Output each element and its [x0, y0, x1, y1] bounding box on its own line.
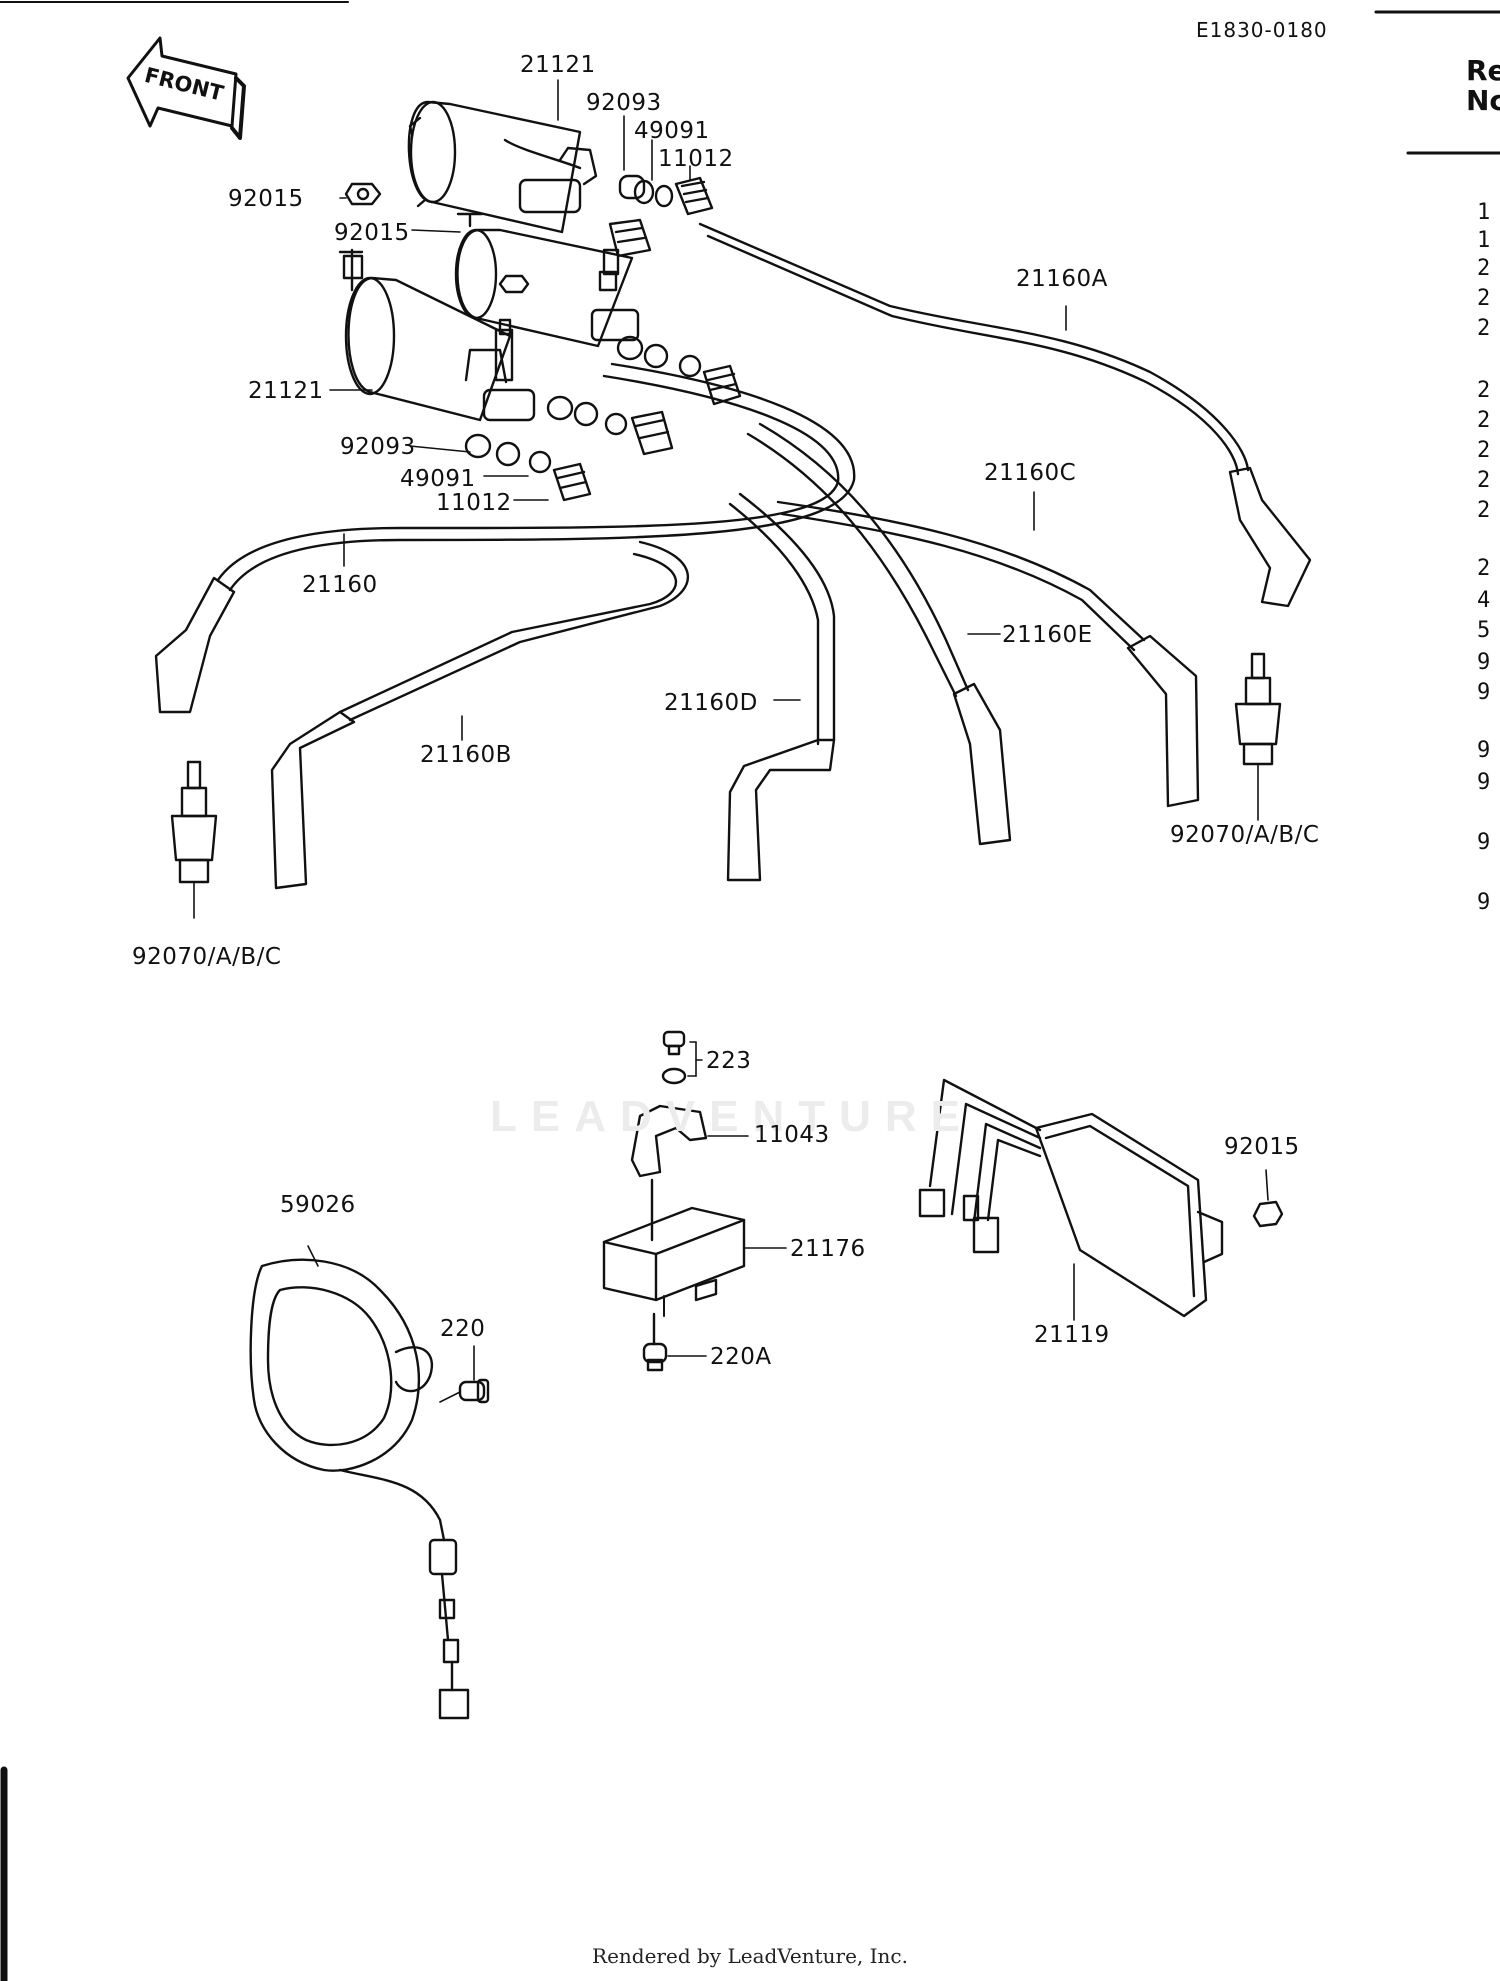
watermark: LEADVENTURE — [490, 1092, 975, 1141]
label-nut-right: 92015 — [1224, 1134, 1300, 1160]
sidebar-ref: 2 — [1477, 256, 1491, 281]
sidebar-ref: 1 — [1477, 200, 1491, 225]
sidebar-ref: 5 — [1477, 618, 1491, 643]
sidebar-ref: 2 — [1477, 468, 1491, 493]
sidebar-ref: 9 — [1477, 738, 1491, 763]
nut-right — [1252, 1169, 1284, 1228]
bracket-11043 — [630, 1104, 749, 1242]
sidebar-ref: 2 — [1477, 408, 1491, 433]
label-coil-top: 21121 — [520, 52, 596, 78]
igniter-21176 — [602, 1206, 787, 1317]
lead-21160c — [776, 500, 1200, 808]
sidebar-header-line2: Nc — [1466, 84, 1500, 117]
sidebar-ref: 2 — [1477, 286, 1491, 311]
label-pickup-59026: 59026 — [280, 1192, 356, 1218]
cap-washer-boot-row2 — [546, 395, 674, 456]
sidebar-header-line1: Re — [1466, 54, 1500, 87]
label-plug-right: 92070/A/B/C — [1170, 822, 1320, 848]
footer-credit: Rendered by LeadVenture, Inc. — [592, 1944, 908, 1968]
label-lead-e: 21160E — [1002, 622, 1093, 648]
lead-21160e — [746, 422, 1012, 846]
sidebar-ref: 2 — [1477, 378, 1491, 403]
pickup-coil-59026 — [249, 1245, 470, 1720]
sidebar-ref: 9 — [1477, 650, 1491, 675]
label-cap-left: 92093 — [340, 434, 416, 460]
ignition-coil-middle — [454, 212, 640, 348]
label-coil-left: 21121 — [248, 378, 324, 404]
diagram-code: E1830-0180 — [1196, 18, 1328, 42]
control-unit-21119 — [918, 1078, 1224, 1321]
lead-21160a — [698, 222, 1312, 608]
front-arrow — [126, 36, 246, 140]
label-screw-223: 223 — [706, 1048, 752, 1074]
label-cap-top: 92093 — [586, 90, 662, 116]
label-washer-left: 49091 — [400, 466, 476, 492]
sidebar-ref: 9 — [1477, 770, 1491, 795]
nut-upper — [344, 182, 382, 206]
nut-mid — [498, 274, 530, 294]
spark-plug-left — [170, 760, 218, 919]
sidebar-ref: 9 — [1477, 830, 1491, 855]
label-screw-220: 220 — [440, 1316, 486, 1342]
label-igniter-21176: 21176 — [790, 1236, 866, 1262]
label-plug-left: 92070/A/B/C — [132, 944, 282, 970]
lead-21160d — [726, 492, 836, 882]
label-nut-upper: 92015 — [228, 186, 304, 212]
cap-washer-boot-row3 — [464, 433, 592, 502]
lead-21160 — [154, 362, 856, 714]
label-lead-main: 21160 — [302, 572, 378, 598]
sidebar-ref: 9 — [1477, 680, 1491, 705]
screw-220 — [439, 1345, 490, 1404]
screw-220a — [642, 1312, 707, 1372]
sidebar-ref: 2 — [1477, 498, 1491, 523]
label-lead-a: 21160A — [1016, 266, 1108, 292]
cap-washer-boot-upper — [608, 174, 714, 258]
screw-223 — [661, 1030, 703, 1085]
ignition-coil-upper — [407, 100, 598, 234]
sidebar-ref: 9 — [1477, 890, 1491, 915]
label-unit-21119: 21119 — [1034, 1322, 1110, 1348]
lead-21160b — [270, 540, 689, 890]
label-bracket-11043: 11043 — [754, 1122, 830, 1148]
sidebar-ref: 4 — [1477, 588, 1491, 613]
label-lead-d: 21160D — [664, 690, 758, 716]
sidebar-ref: 2 — [1477, 556, 1491, 581]
label-boot-left: 11012 — [436, 490, 512, 516]
label-boot-top: 11012 — [658, 146, 734, 172]
sidebar-ref: 2 — [1477, 316, 1491, 341]
ignition-coil-front — [338, 248, 536, 422]
label-nut-lower: 92015 — [334, 220, 410, 246]
sidebar-ref: 2 — [1477, 438, 1491, 463]
spark-plug-right — [1234, 652, 1282, 821]
sidebar-ref: 1 — [1477, 228, 1491, 253]
leader-lines — [329, 79, 1067, 741]
label-screw-220a: 220A — [710, 1344, 772, 1370]
cap-washer-boot-row1 — [616, 335, 742, 406]
label-lead-c: 21160C — [984, 460, 1077, 486]
label-lead-b: 21160B — [420, 742, 512, 768]
label-washer-top: 49091 — [634, 118, 710, 144]
